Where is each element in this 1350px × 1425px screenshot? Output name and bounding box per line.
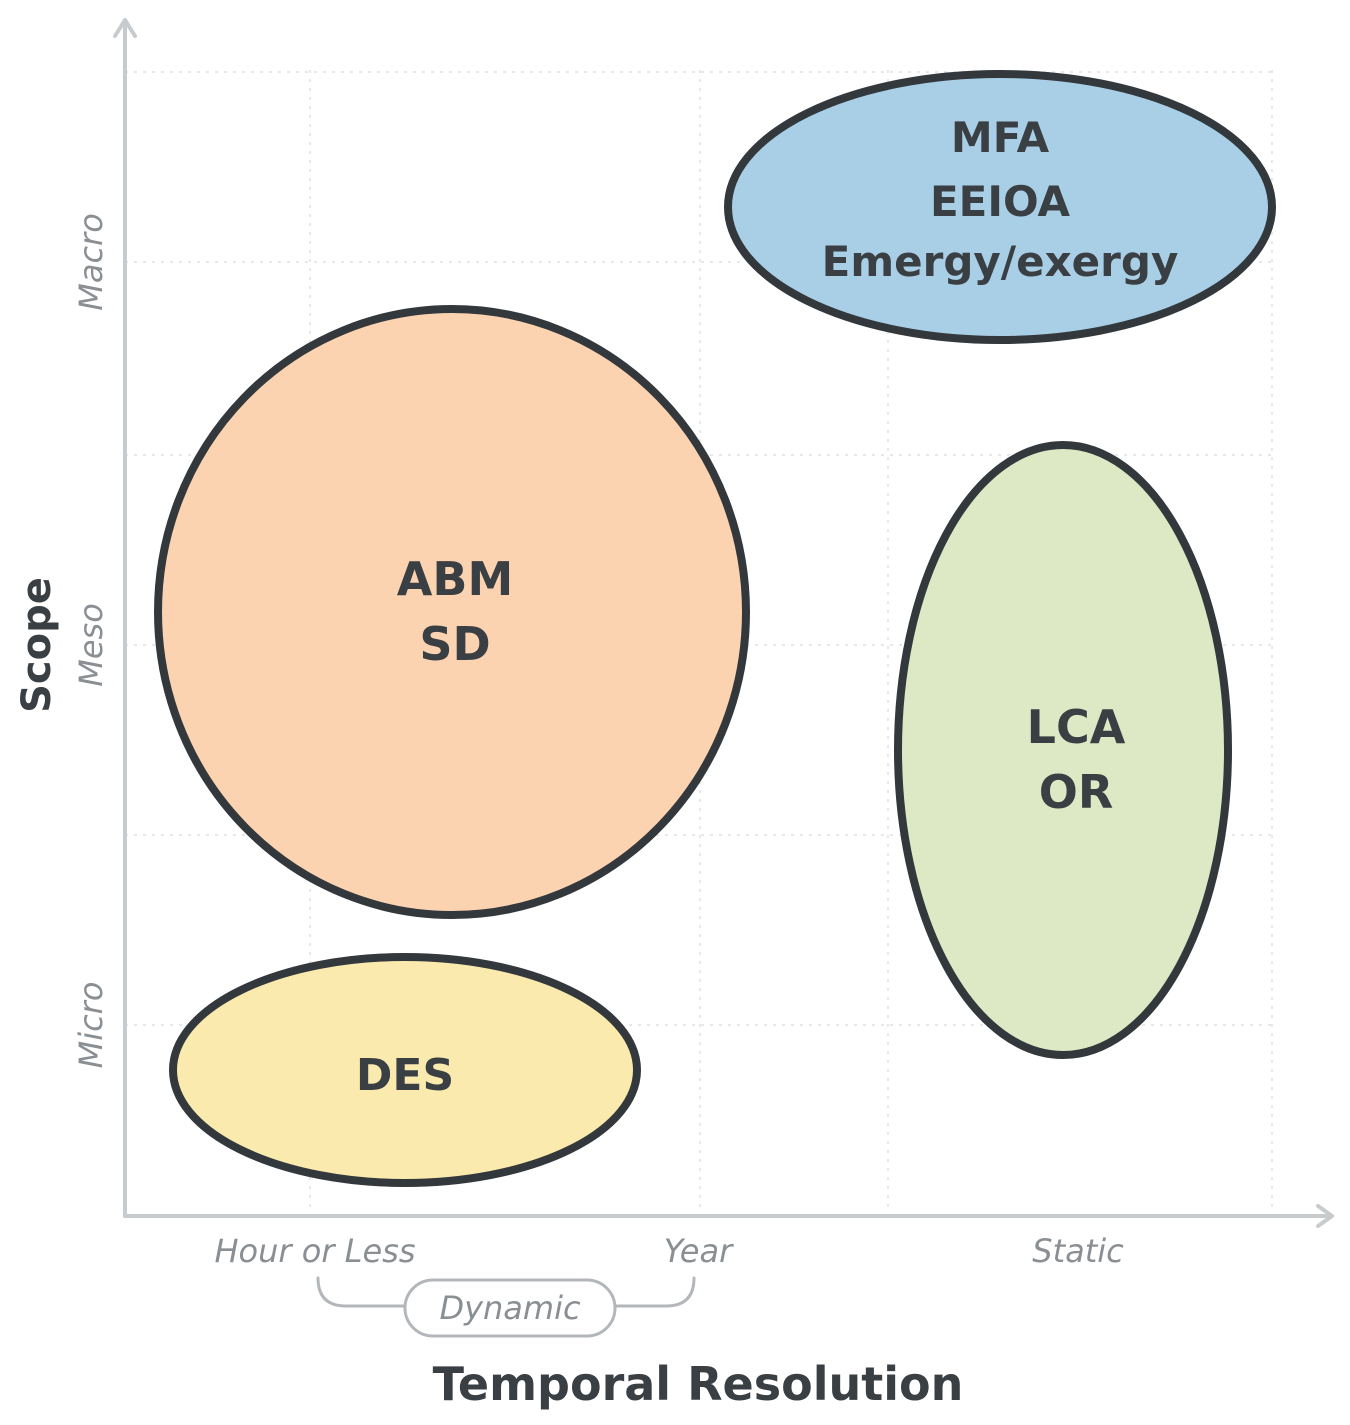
x-axis-title: Temporal Resolution: [433, 1357, 964, 1411]
x-axis-arrowhead: [1316, 1204, 1334, 1228]
bubble-lca-shape: [894, 441, 1232, 1059]
bubble-mfa-label-1: MFA: [951, 113, 1050, 162]
y-tick-micro: Micro: [72, 982, 110, 1069]
dynamic-bracket-left: [316, 1276, 410, 1308]
y-axis-arrowhead: [113, 18, 137, 38]
bubble-mfa-shape: [724, 70, 1276, 344]
bubble-abm-shape: [154, 305, 750, 919]
bubble-mfa-label-2: EEIOA: [930, 177, 1071, 226]
x-tick-hour-or-less: Hour or Less: [214, 1232, 415, 1270]
bubble-lca-label-1: LCA: [1027, 700, 1126, 754]
bubble-lca: LCA OR: [894, 441, 1232, 1059]
bubble-des-label-1: DES: [356, 1050, 454, 1101]
bubble-lca-label-2: OR: [1039, 765, 1114, 819]
y-axis-title: Scope: [14, 577, 60, 713]
dynamic-label-pill: [403, 1278, 617, 1338]
y-tick-macro: Macro: [72, 213, 110, 311]
bubble-des-shape: [169, 953, 641, 1187]
axes: [113, 18, 1334, 1228]
bubble-abm: ABM SD: [154, 305, 750, 919]
y-tick-meso: Meso: [72, 603, 110, 687]
bubble-abm-label-2: SD: [419, 617, 490, 671]
x-tick-static: Static: [1032, 1232, 1124, 1270]
dynamic-bracket-right: [610, 1276, 696, 1308]
dynamic-label: Dynamic: [439, 1289, 581, 1327]
bubble-mfa: MFA EEIOA Emergy/exergy: [724, 70, 1276, 344]
bubble-mfa-label-3: Emergy/exergy: [822, 237, 1179, 286]
dynamic-bracket: [316, 1276, 696, 1308]
x-tick-year: Year: [664, 1232, 734, 1270]
bubble-des: DES: [169, 953, 641, 1187]
bubble-abm-label-1: ABM: [397, 552, 513, 606]
